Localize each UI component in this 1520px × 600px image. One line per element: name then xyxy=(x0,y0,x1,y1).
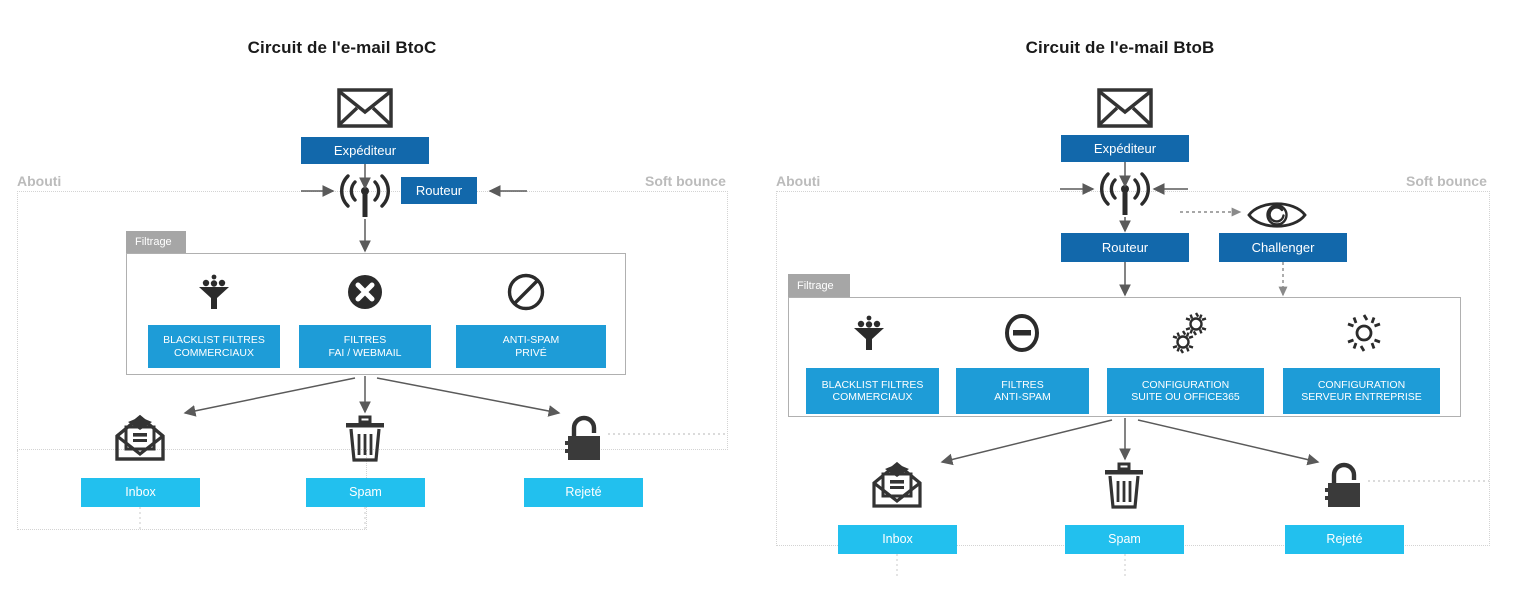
box-expediteur-btoc[interactable]: Expéditeur xyxy=(301,137,429,164)
no-entry-icon xyxy=(506,272,546,317)
padlock-icon xyxy=(560,414,608,467)
zone-label-abouti-btoc: Abouti xyxy=(17,173,62,189)
box-outcome-btob-0[interactable]: Inbox xyxy=(838,525,957,554)
box-filter-btob-2[interactable]: CONFIGURATION SUITE OU OFFICE365 xyxy=(1107,368,1264,414)
x-circle-icon xyxy=(345,272,385,317)
box-expediteur-label: Expéditeur xyxy=(333,142,397,158)
box-outcome-btoc-2[interactable]: Rejeté xyxy=(524,478,643,507)
box-outcome-label: Inbox xyxy=(882,532,913,547)
padlock-icon xyxy=(1320,461,1368,514)
box-routeur-label: Routeur xyxy=(415,182,463,198)
box-filter-btoc-0[interactable]: BLACKLIST FILTRES COMMERCIAUX xyxy=(148,325,280,368)
tab-filtrage-label: Filtrage xyxy=(797,279,834,292)
box-filter-btob-0[interactable]: BLACKLIST FILTRES COMMERCIAUX xyxy=(806,368,939,414)
funnel-icon xyxy=(849,313,889,358)
box-filter-btob-3[interactable]: CONFIGURATION SERVEUR ENTREPRISE xyxy=(1283,368,1440,414)
box-routeur-label: Routeur xyxy=(1101,239,1149,255)
box-outcome-btoc-1[interactable]: Spam xyxy=(306,478,425,507)
page-title-btoc: Circuit de l'e-mail BtoC xyxy=(247,38,437,57)
box-filter-btoc-2[interactable]: ANTI-SPAM PRIVÉ xyxy=(456,325,606,368)
box-outcome-label: Spam xyxy=(1108,532,1141,547)
zone-label-soft-bounce-btob: Soft bounce xyxy=(1406,173,1487,189)
zone-label-soft-bounce-btoc: Soft bounce xyxy=(645,173,726,189)
funnel-icon xyxy=(194,272,234,317)
box-outcome-label: Rejeté xyxy=(1326,532,1363,547)
box-outcome-label: Inbox xyxy=(125,485,156,500)
minus-circle-icon xyxy=(1001,312,1043,359)
box-expediteur-label: Expéditeur xyxy=(1093,140,1157,156)
box-outcome-btob-2[interactable]: Rejeté xyxy=(1285,525,1404,554)
page-title-btob: Circuit de l'e-mail BtoB xyxy=(1025,38,1215,57)
box-filter-label: BLACKLIST FILTRES COMMERCIAUX xyxy=(163,334,265,359)
zone-label-abouti-btob: Abouti xyxy=(776,173,821,189)
antenna-icon xyxy=(338,173,392,224)
box-challenger-label: Challenger xyxy=(1251,239,1315,255)
zone-abouti-softbounce-btoc xyxy=(17,191,728,450)
box-challenger-btob[interactable]: Challenger xyxy=(1219,233,1347,262)
open-envelope-icon xyxy=(113,414,167,467)
tab-filtrage-btob[interactable]: Filtrage xyxy=(788,274,850,297)
tab-filtrage-label: Filtrage xyxy=(135,236,172,248)
box-routeur-btoc[interactable]: Routeur xyxy=(401,177,477,204)
box-filter-label: FILTRES FAI / WEBMAIL xyxy=(328,334,402,359)
box-routeur-btob[interactable]: Routeur xyxy=(1061,233,1189,262)
eye-icon xyxy=(1246,197,1308,238)
envelope-icon xyxy=(337,88,393,133)
box-filter-btob-1[interactable]: FILTRES ANTI-SPAM xyxy=(956,368,1089,414)
diagram-panel-btob: Circuit de l'e-mail BtoB Abouti Soft bou… xyxy=(760,0,1520,600)
envelope-icon xyxy=(1097,88,1153,133)
antenna-icon xyxy=(1098,171,1152,222)
open-envelope-icon xyxy=(870,461,924,514)
box-outcome-label: Rejeté xyxy=(565,485,602,500)
box-filter-btoc-1[interactable]: FILTRES FAI / WEBMAIL xyxy=(299,325,431,368)
box-outcome-label: Spam xyxy=(349,485,382,500)
diagram-panel-btoc: Circuit de l'e-mail BtoC Abouti Soft bou… xyxy=(17,38,728,530)
box-filter-label: ANTI-SPAM PRIVÉ xyxy=(502,334,560,359)
tab-filtrage-btoc[interactable]: Filtrage xyxy=(126,231,186,253)
box-filter-label: FILTRES ANTI-SPAM xyxy=(994,378,1051,403)
trash-icon xyxy=(1101,462,1147,515)
gear-icon xyxy=(1343,312,1385,359)
double-gear-icon xyxy=(1166,310,1214,361)
box-filter-label: BLACKLIST FILTRES COMMERCIAUX xyxy=(821,378,924,403)
box-outcome-btob-1[interactable]: Spam xyxy=(1065,525,1184,554)
box-expediteur-btob[interactable]: Expéditeur xyxy=(1061,135,1189,162)
box-filter-label: CONFIGURATION SERVEUR ENTREPRISE xyxy=(1301,378,1422,403)
box-filter-label: CONFIGURATION SUITE OU OFFICE365 xyxy=(1131,378,1240,403)
trash-icon xyxy=(342,415,388,468)
box-outcome-btoc-0[interactable]: Inbox xyxy=(81,478,200,507)
